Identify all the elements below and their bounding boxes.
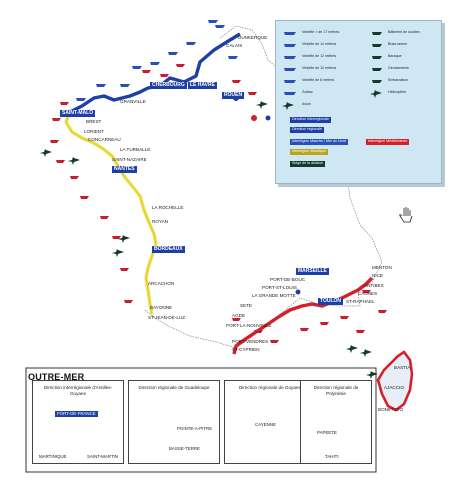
legend-item: Gendarmerie [388, 66, 409, 70]
city-label: PORT-VENDRES [232, 339, 269, 344]
outre-mer-box-polynesie: Direction régionale de Polynésie PAPEETE… [300, 380, 372, 464]
france-land-border [144, 25, 383, 349]
ship-icons-manche [76, 20, 238, 101]
city-label: CONCARNEAU [88, 137, 121, 142]
legend-pill: Interrégion Manche / Mer du Nord [290, 139, 348, 145]
legend-pill: Direction interrégionale [290, 117, 331, 123]
legend-item: Vedette de 14 mètres [302, 42, 337, 46]
outre-mer-frame [25, 367, 377, 473]
legend-item: Zodiac [302, 90, 313, 94]
legend-item: Brise-lames [388, 42, 407, 46]
city-label: LA TURBALLE [120, 147, 151, 152]
city-label: BASTIA [394, 365, 411, 370]
outre-mer-label: SAINT-MARTIN [87, 454, 118, 459]
atlantic-coast-outline [65, 111, 157, 315]
city-label: CANNES [358, 291, 378, 296]
city-label: BREST [86, 119, 102, 124]
outre-mer-box-antilles: Direction interrégionale d'Antilles-Guya… [32, 380, 124, 464]
outre-mer-label: PAPEETE [317, 430, 337, 435]
outre-mer-heading: Direction régionale de Guyane [238, 385, 302, 390]
city-label: CALAIS [226, 43, 243, 48]
city-tag: ROUEN [222, 92, 245, 99]
city-label: ARCACHON [148, 281, 175, 286]
outre-mer-label: FORT-DE-FRANCE [55, 411, 98, 418]
city-label: BONIFACIO [378, 407, 404, 412]
city-label: DUNKERQUE [238, 35, 268, 40]
city-label: NICE [372, 273, 383, 278]
outre-mer-label: MARTINIQUE [39, 454, 67, 459]
city-label: MENTON [372, 265, 392, 270]
city-tag: NANTES [112, 166, 137, 173]
city-label: ANTIBES [364, 283, 384, 288]
city-label: LORIENT [84, 129, 104, 134]
legend-item: Bâtiment de soutien [388, 30, 420, 34]
city-label: PORT-DE-BOUC [270, 277, 306, 282]
city-tag: SAINT-MALO [60, 110, 96, 117]
city-label: GRANVILLE [120, 99, 146, 104]
ship-icons-red [50, 64, 387, 343]
city-label: AGDE [232, 313, 246, 318]
outre-mer-label: CAYENNE [255, 422, 276, 427]
city-tag: LE HAVRE [188, 82, 217, 89]
legend-item: Hélicoptère [388, 90, 407, 94]
hand-icon [399, 207, 413, 223]
legend-pill: Direction régionale [290, 127, 324, 133]
outre-mer-heading: Direction régionale de Polynésie [313, 385, 359, 396]
city-label: AJACCIO [384, 385, 404, 390]
mediterranean-coast [232, 276, 374, 355]
legend-pill: Siège de la division [290, 161, 325, 167]
city-label: PORT-ST-LOUIS [262, 285, 297, 290]
legend-symbols [282, 32, 382, 110]
city-tag: TOULON [318, 298, 344, 305]
outre-mer-heading: Direction régionale de Guadeloupe [138, 385, 210, 390]
legend-item: Vedette de 10 mètres [302, 66, 337, 70]
legend-pill: Interrégion Méditerranée [366, 139, 410, 145]
legend-item: Vedette de 12 mètres [302, 54, 337, 58]
city-label: BAYONNE [150, 305, 173, 310]
outre-mer-box-guadeloupe: Direction régionale de Guadeloupe POINTE… [128, 380, 220, 464]
legend-item: Vedette > de 17 mètres [302, 30, 340, 34]
legend-item: Avion [302, 102, 311, 106]
manche-coast [69, 32, 241, 114]
city-label: ROYAN [152, 219, 168, 224]
legend-item: Vedette de 8 mètres [302, 78, 335, 82]
legend-pill: Interrégion Atlantique [290, 149, 328, 155]
city-label: LA GRANDE MOTTE [252, 293, 296, 298]
outre-mer-title: OUTRE-MER [28, 372, 85, 382]
outre-mer-label: BASSE-TERRE [169, 446, 200, 451]
outre-mer-label: POINTE-A-PITRE [177, 426, 213, 431]
legend-item: Embarcation [388, 78, 409, 82]
city-label: ST-JEAN-DE-LUZ [148, 315, 186, 320]
legend-item: Baraque [388, 54, 402, 58]
corsica-island [376, 350, 414, 412]
city-tag: BORDEAUX [152, 246, 185, 253]
outre-mer-label: TAHITI [325, 454, 339, 459]
city-label: SETE [240, 303, 252, 308]
city-label: ST-RAPHAEL [346, 299, 375, 304]
city-label: ST-CYPRIEN [232, 347, 260, 352]
legend-panel: Vedette > de 17 mètres Vedette de 14 mèt… [275, 20, 442, 184]
city-tag: MARSEILLE [296, 268, 329, 275]
city-label: PORT-LA-NOUVELLE [226, 323, 272, 328]
city-label: LA ROCHELLE [152, 205, 184, 210]
outre-mer-heading: Direction interrégionale d'Antilles-Guya… [43, 385, 113, 396]
aircraft-icons [40, 101, 378, 379]
city-label: SAINT-NAZAIRE [112, 157, 147, 162]
city-tag: CHERBOURG [150, 82, 187, 89]
